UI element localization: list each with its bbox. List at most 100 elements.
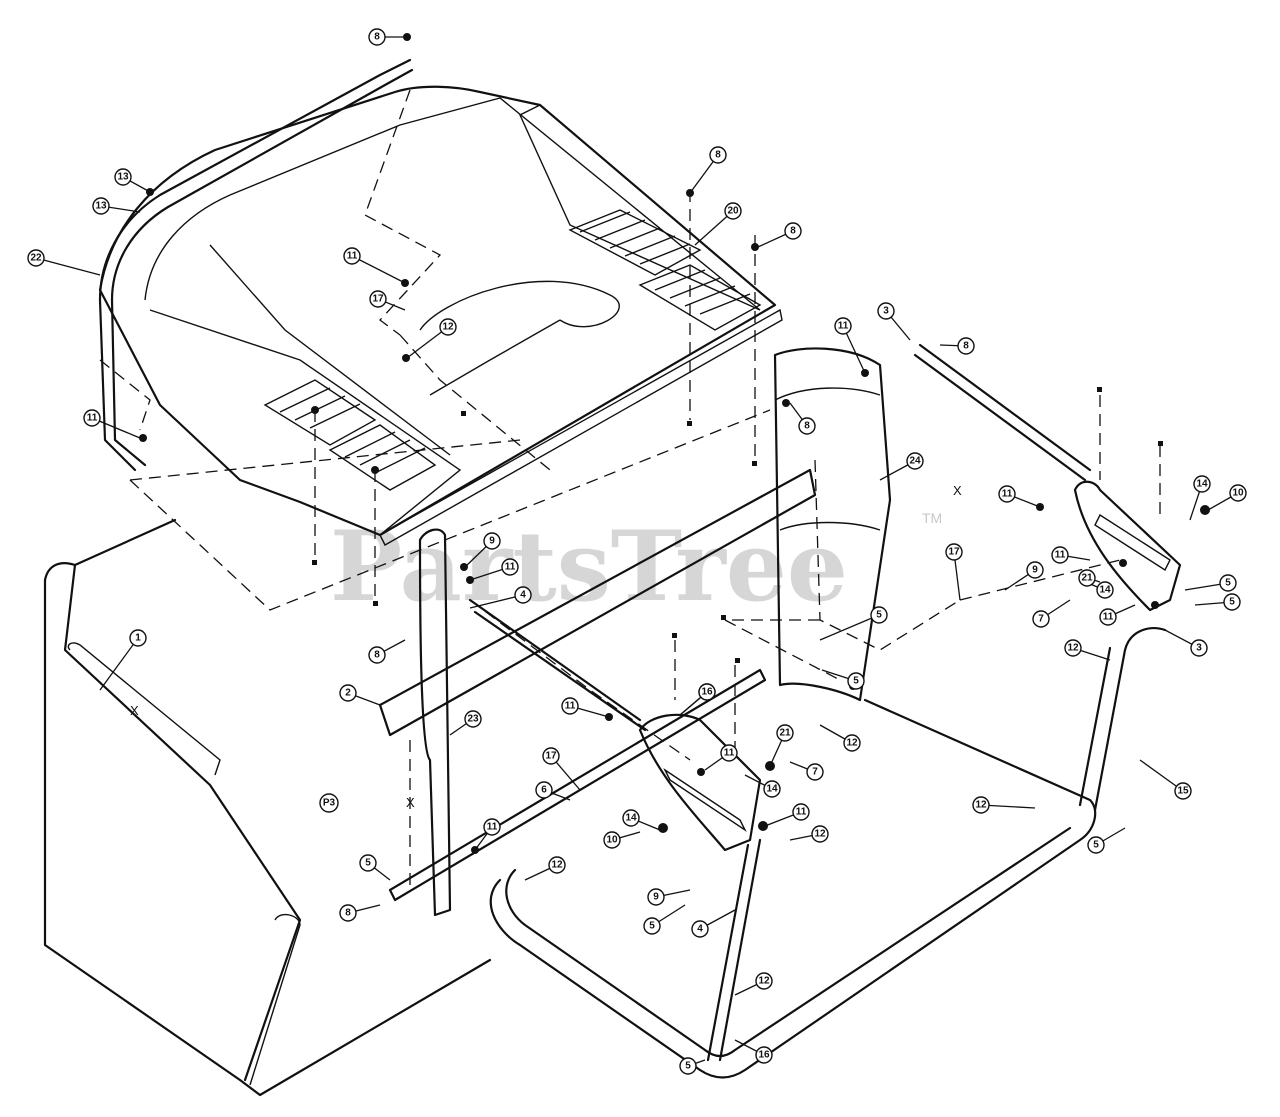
callout-bubble [1051,546,1069,564]
callout-label: 8 [345,908,351,919]
frame [378,343,1182,1079]
callout-label: 17 [372,294,384,305]
callout-label: 9 [489,536,495,547]
callout-label: 14 [1099,585,1111,596]
callout-label: 11 [1002,489,1013,500]
callout-label: 11 [505,562,516,573]
callout-2: 2 [339,684,381,706]
callout-16: 16 [679,683,716,716]
callout-bubble [27,249,45,267]
callout-label: 1 [135,633,141,644]
callout-bubble [368,28,386,46]
callout-bubble [1219,574,1237,592]
callout-22: 22 [27,249,101,276]
callout-label: 5 [1225,578,1231,589]
callout-8: 8 [368,28,405,46]
callout-bubble [755,1046,773,1064]
callout-5: 5 [821,669,865,690]
callout-label: 3 [1196,643,1202,654]
callout-label: 13 [117,172,129,183]
callout-label: 8 [374,32,380,43]
handle-tube-inner [110,68,414,467]
callout-23: 23 [449,710,482,736]
callout-17: 17 [542,747,581,791]
callout-6: 6 [535,781,571,801]
callout-24: 24 [879,452,924,481]
callout-10: 10 [1207,484,1247,511]
watermark-text: PartsTree [330,510,848,623]
callout-bubble [792,803,810,821]
callout-5: 5 [679,1057,706,1075]
callout-label: 20 [727,206,739,217]
callout-7: 7 [1032,599,1071,628]
callout-label: 11 [565,701,576,712]
callout-bubble [464,710,482,728]
callout-label: 9 [1032,565,1038,576]
callout-16: 16 [734,1039,773,1064]
callout-label: P3 [323,798,336,809]
callout-bubble [763,780,781,798]
callout-label: 10 [1232,488,1244,499]
callout-bubble [129,629,147,647]
callout-20: 20 [694,202,742,246]
callout-label: 13 [95,201,107,212]
callout-5: 5 [819,606,888,641]
callout-5: 5 [1194,593,1241,611]
callout-bubble [83,409,101,427]
callout-12: 12 [972,796,1036,814]
callout-3: 3 [877,302,911,341]
callout-P3: P3 [319,793,339,813]
leader-line [819,614,880,641]
callout-label: 12 [551,860,563,871]
callout-label: 5 [876,610,882,621]
callout-bubble [906,452,924,470]
x-mark: X [953,483,962,498]
callout-21: 21 [1078,569,1101,587]
callout-4: 4 [691,909,736,938]
callout-label: 14 [766,784,778,795]
callout-bubble [998,485,1016,503]
callout-bubble [972,796,990,814]
callout-11: 11 [561,697,610,718]
callout-1: 1 [99,629,147,691]
callout-8: 8 [689,146,727,194]
callout-3: 3 [1164,629,1208,657]
callout-9: 9 [647,888,691,906]
callout-12: 12 [734,972,773,996]
callout-bubble [483,818,501,836]
callout-17: 17 [369,290,406,311]
fasteners [139,33,1210,854]
callout-bubble [1099,608,1117,626]
callout-bubble [542,747,560,765]
callout-bubble [561,697,579,715]
callout-bubble [1087,836,1105,854]
callout-label: 4 [520,590,526,601]
callout-label: 11 [1055,550,1066,561]
callout-7: 7 [789,761,824,781]
callout-bubble [339,904,357,922]
callout-label: 12 [758,976,770,987]
callout-8: 8 [789,402,816,435]
callout-bubble [834,317,852,335]
leader-line [35,257,101,276]
callout-bubble [1190,639,1208,657]
callout-label: 12 [975,800,987,811]
callout-label: 16 [701,687,713,698]
callout-bubble [548,856,566,874]
callout-bubble [1193,475,1211,493]
callout-label: 11 [87,413,98,424]
bag-cover [98,85,783,546]
callout-13: 13 [114,168,151,193]
callout-14: 14 [744,774,781,798]
callout-bubble [368,646,386,664]
callout-12: 12 [406,318,457,359]
callout-5: 5 [643,904,686,935]
callout-bubble [945,543,963,561]
callout-bubble [776,724,794,742]
callout-label: 17 [948,547,960,558]
callout-14: 14 [1189,475,1211,521]
callout-bubble [439,318,457,336]
assembly-lines [99,89,1161,890]
callout-bubble [483,532,501,550]
callout-15: 15 [1139,759,1192,800]
